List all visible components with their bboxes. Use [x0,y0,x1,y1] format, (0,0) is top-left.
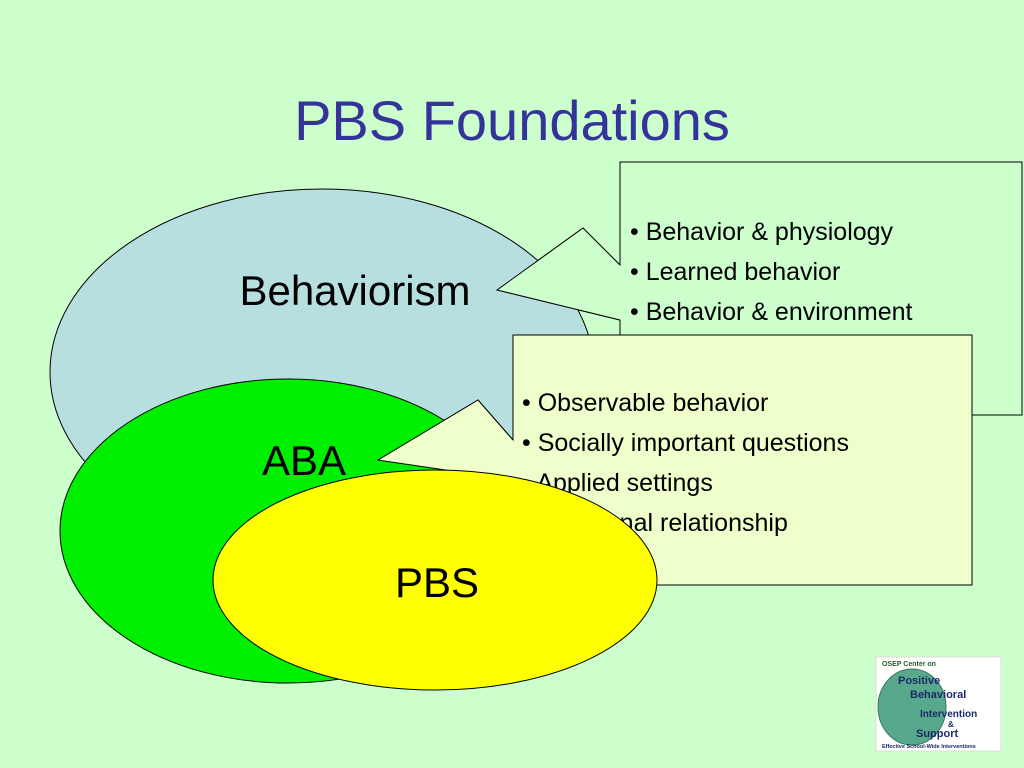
pbs-ellipse [212,469,658,691]
logo-word: Positive [898,675,940,687]
logo-word: Support [916,728,958,740]
logo-word: Behavioral [910,689,966,701]
aba-points: • Observable behavior • Socially importa… [522,389,849,537]
logo-header: OSEP Center on [882,661,936,668]
behaviorism-point: • Learned behavior [630,258,840,286]
behaviorism-point: • Behavior & physiology [630,218,894,246]
behaviorism-point: • Behavior & environment [630,298,913,326]
behaviorism-callout-arrow-edge [495,227,621,321]
aba-label: ABA [262,437,346,484]
pbs-label: PBS [395,559,479,606]
logo-word: Intervention [920,709,977,720]
logo-word: & [948,720,954,729]
slide-title: PBS Foundations [294,89,730,152]
aba-point: • Socially important questions [522,429,849,457]
aba-callout-arrow [378,400,513,480]
pbis-logo: OSEP Center on Positive Behavioral Inter… [875,656,1002,752]
logo-globe-icon [877,668,947,746]
behaviorism-points: • Behavior & physiology • Learned behavi… [630,218,913,326]
logo-tagline: Effective School-Wide Interventions [882,744,976,750]
behaviorism-label: Behaviorism [239,267,470,314]
aba-point: • Observable behavior [522,389,768,417]
